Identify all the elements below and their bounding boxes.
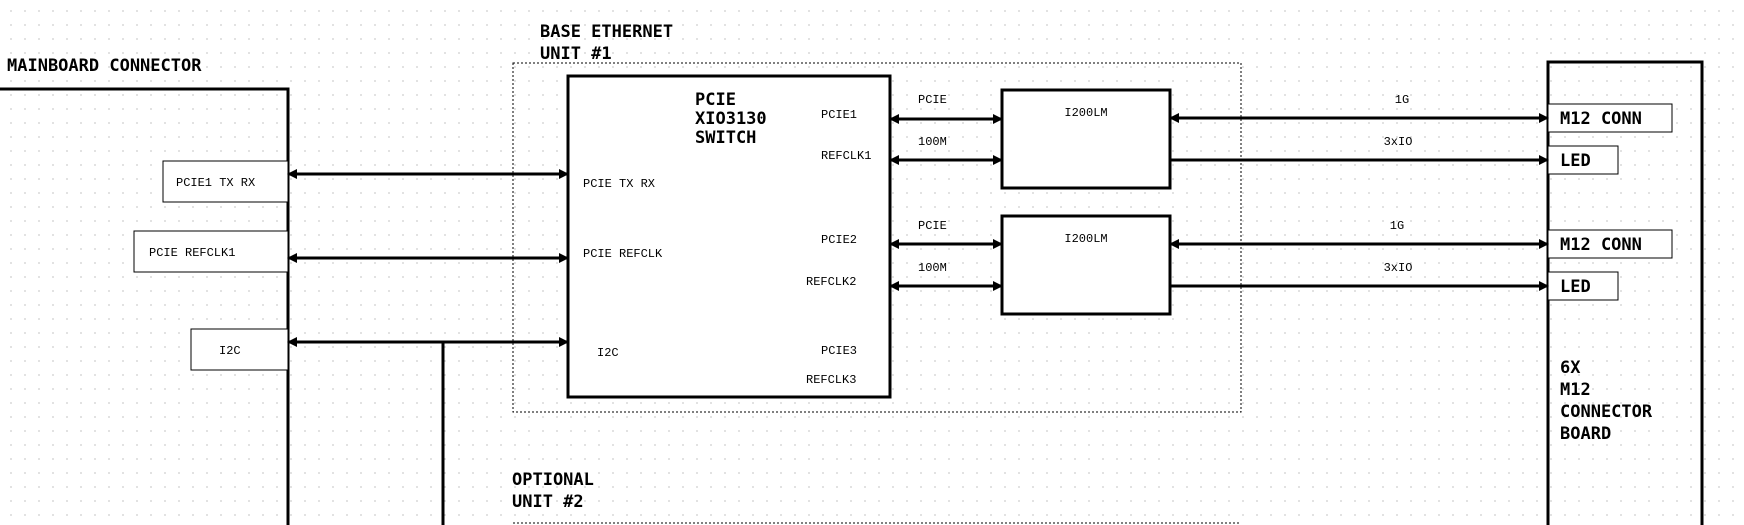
board-port-m12-2-label: M12 CONN (1560, 235, 1642, 255)
base-unit-title-line1: BASE ETHERNET (540, 22, 673, 42)
mainboard-port-refclk (133, 230, 289, 273)
mainboard-port-pcie1 (162, 160, 289, 203)
base-unit-boundary (512, 62, 1242, 413)
board-port-m12-2 (1547, 229, 1673, 259)
switch-port-pcie2: PCIE2 (821, 233, 857, 247)
optional-unit-title-line2: UNIT #2 (512, 492, 584, 512)
mainboard-port-refclk-label: PCIE REFCLK1 (149, 246, 235, 260)
switch-port-refclk1: REFCLK1 (821, 149, 871, 163)
link-phy2-data-label: 1G (1390, 219, 1404, 233)
board-port-led-1-label: LED (1560, 151, 1591, 171)
connector-board-title-line3: CONNECTOR (1560, 402, 1653, 422)
switch-port-refclk3: REFCLK3 (806, 373, 856, 387)
link-phy2-pcie-label: PCIE (918, 219, 947, 233)
board-port-m12-1 (1547, 103, 1673, 133)
phy-1-name: I200LM (1064, 106, 1107, 120)
switch-port-pcie3: PCIE3 (821, 344, 857, 358)
switch-port-pcie-refclk: PCIE REFCLK (583, 247, 663, 261)
connector-board-title-line4: BOARD (1560, 424, 1611, 444)
phy-box-1 (1000, 88, 1172, 190)
mainboard-title: MAINBOARD CONNECTOR (7, 56, 202, 76)
switch-name-line3: SWITCH (695, 128, 756, 148)
switch-port-pcie1: PCIE1 (821, 108, 857, 122)
link-phy2-io-label: 3xIO (1384, 261, 1413, 275)
link-phy1-pcie-label: PCIE (918, 93, 947, 107)
optional-unit-title-line1: OPTIONAL (512, 470, 594, 490)
switch-name-line2: XIO3130 (695, 109, 767, 129)
board-port-led-2 (1547, 271, 1619, 301)
link-phy1-data-label: 1G (1395, 93, 1409, 107)
connector-board-title-line2: M12 (1560, 380, 1591, 400)
connector-board-title-line1: 6X (1560, 358, 1581, 378)
link-phy1-io-label: 3xIO (1384, 135, 1413, 149)
switch-port-pcie-txrx: PCIE TX RX (583, 177, 655, 191)
link-phy1-clock-label: 100M (918, 135, 947, 149)
mainboard-port-i2c-label: I2C (219, 344, 241, 358)
switch-name-line1: PCIE (695, 90, 736, 110)
phy-box-2 (1000, 214, 1172, 316)
base-unit-title-line2: UNIT #1 (540, 44, 612, 64)
switch-port-refclk2: REFCLK2 (806, 275, 856, 289)
link-phy2-clock-label: 100M (918, 261, 947, 275)
board-port-m12-1-label: M12 CONN (1560, 109, 1642, 129)
switch-port-i2c: I2C (597, 346, 619, 360)
mainboard-port-i2c (190, 328, 289, 371)
board-port-led-2-label: LED (1560, 277, 1591, 297)
mainboard-port-pcie1-label: PCIE1 TX RX (176, 176, 255, 190)
pcie-switch-box (566, 74, 892, 399)
phy-2-name: I200LM (1064, 232, 1107, 246)
mainboard-outline (0, 87, 290, 525)
